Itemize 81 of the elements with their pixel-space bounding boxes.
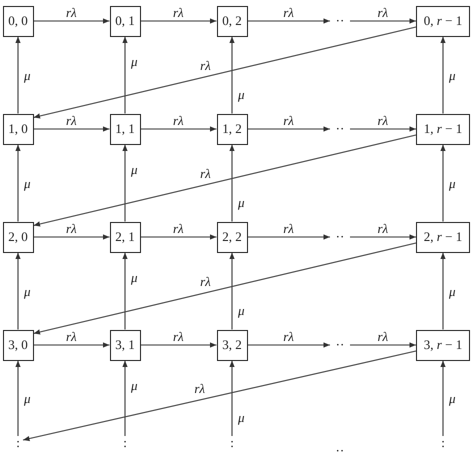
arrow <box>122 36 128 114</box>
arrow <box>440 252 446 330</box>
arrow <box>122 252 128 330</box>
ellipsis: : <box>227 436 237 450</box>
state-box: 0, 1 <box>110 6 140 36</box>
arrow <box>229 36 235 114</box>
state-box: 3, 1 <box>110 330 140 360</box>
arrow <box>229 360 235 436</box>
arrow <box>248 18 330 24</box>
arrow <box>15 360 21 436</box>
arrow <box>229 144 235 222</box>
arrow <box>248 234 330 240</box>
edge-label: rλ <box>282 114 295 127</box>
state-box: 2, 1 <box>110 222 140 252</box>
edge-label: rλ <box>172 114 185 127</box>
arrow <box>34 234 110 240</box>
ellipsis: : <box>120 436 130 450</box>
edge-label: rλ <box>172 6 185 19</box>
state-box: 1, r − 1 <box>416 114 470 144</box>
edge-label: rλ <box>376 222 390 235</box>
arrow <box>15 144 21 222</box>
arrow <box>140 126 216 132</box>
edge-label: rλ <box>193 382 206 395</box>
state-box: 2, 0 <box>2 222 34 252</box>
arrow <box>350 342 416 348</box>
state-box: 1, 2 <box>216 114 248 144</box>
state-box: 0, r − 1 <box>416 6 470 36</box>
arrow <box>34 18 110 24</box>
edge-label: rλ <box>376 114 390 127</box>
edge-label: rλ <box>199 166 212 180</box>
arrow <box>440 144 446 222</box>
arrow <box>34 342 110 348</box>
arrow <box>33 242 416 335</box>
ellipsis: : <box>13 436 23 450</box>
ellipsis: : <box>438 436 448 450</box>
arrow <box>229 252 235 330</box>
state-box: 3, 2 <box>216 330 248 360</box>
ellipsis: ·· <box>330 14 350 28</box>
arrow <box>122 144 128 222</box>
arrow <box>440 360 446 436</box>
ellipsis-label: ·· <box>336 444 344 456</box>
arrow <box>140 234 216 240</box>
arrow <box>350 126 416 132</box>
arrow <box>33 26 416 119</box>
edge-label: rλ <box>199 274 212 288</box>
edge-label: rλ <box>282 330 295 343</box>
arrow <box>122 360 128 436</box>
edge-label: rλ <box>65 114 78 127</box>
state-box: 1, 0 <box>2 114 34 144</box>
state-box: 0, 2 <box>216 6 248 36</box>
ellipsis: ·· <box>330 122 350 136</box>
ellipsis: ·· <box>330 230 350 244</box>
edge-label: rλ <box>376 6 390 19</box>
edge-label: rλ <box>376 330 390 343</box>
state-box: 1, 1 <box>110 114 140 144</box>
arrow <box>22 350 416 442</box>
arrow <box>140 18 216 24</box>
arrow <box>248 126 330 132</box>
state-box: 2, r − 1 <box>416 222 470 252</box>
state-box: 3, 0 <box>2 330 34 360</box>
arrow <box>140 342 216 348</box>
edge-label: rλ <box>65 6 78 19</box>
state-box: 3, r − 1 <box>416 330 470 360</box>
edge-label: rλ <box>65 222 78 235</box>
arrow <box>33 134 416 227</box>
edge-label: rλ <box>172 330 185 343</box>
arrow <box>350 234 416 240</box>
arrow <box>15 252 21 330</box>
ellipsis: ·· <box>330 338 350 352</box>
edge-label: rλ <box>282 222 295 235</box>
arrow <box>34 126 110 132</box>
edge-label: rλ <box>172 222 185 235</box>
arrow <box>350 18 416 24</box>
edge-label: rλ <box>65 330 78 343</box>
arrow <box>440 36 446 114</box>
arrow <box>15 36 21 114</box>
edge-label: rλ <box>282 6 295 19</box>
edge-label: rλ <box>199 58 212 72</box>
state-box: 2, 2 <box>216 222 248 252</box>
state-box: 0, 0 <box>2 6 34 36</box>
arrow <box>248 342 330 348</box>
